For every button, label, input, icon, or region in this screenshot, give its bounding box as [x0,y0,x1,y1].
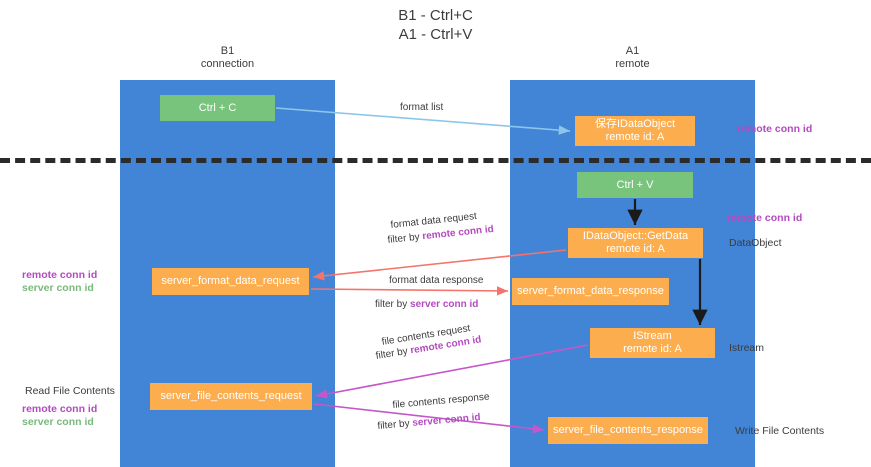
annotation-dataobject: DataObject [729,237,782,249]
label-format-data-response: format data response [389,275,484,286]
filter-prefix: filter by [387,231,423,246]
annotation-remote-conn-id-top: remote conn id [737,123,813,135]
label-file-contents-response-filter: filter by server conn id [377,412,481,432]
filter-value-server-conn-id: server conn id [411,411,481,429]
box-ctrl-c[interactable]: Ctrl + C [160,95,275,121]
box-ctrl-v[interactable]: Ctrl + V [577,172,693,198]
filter-prefix: filter by [375,299,411,310]
box-server-format-data-response[interactable]: server_format_data_response [512,278,669,305]
box-server-format-data-request[interactable]: server_format_data_request [152,268,309,295]
diagram-title: B1 - Ctrl+C A1 - Ctrl+V [398,7,473,43]
legend-server-conn-id: server conn id [22,416,94,428]
legend-server-conn-id: server conn id [22,282,94,294]
filter-value-remote-conn-id: remote conn id [421,223,495,243]
legend-mid-left: remote conn id server conn id [22,269,97,295]
label-file-contents-response: file contents response [392,391,490,411]
box-save-idataobject[interactable]: 保存IDataObject remote id: A [575,116,695,146]
label-format-list: format list [400,102,444,113]
box-server-file-contents-request[interactable]: server_file_contents_request [150,383,312,410]
column-header-b1: B1 connection [200,45,255,70]
legend-remote-conn-id: remote conn id [22,403,98,415]
box-idataobject-getdata[interactable]: IDataObject::GetData remote id: A [568,228,703,258]
annotation-remote-conn-id-mid: remote conn id [727,212,803,224]
annotation-istream: Istream [729,342,765,354]
legend-remote-conn-id: remote conn id [22,269,98,281]
column-header-a1: A1 remote [615,45,650,70]
section-divider [0,158,871,163]
box-server-file-contents-response[interactable]: server_file_contents_response [548,417,708,444]
filter-prefix: filter by [377,417,413,432]
legend-bottom-left: remote conn id server conn id [22,403,97,429]
filter-value-server-conn-id: server conn id [410,299,479,310]
label-format-data-response-filter: filter by server conn id [375,299,478,310]
annotation-write-file-contents: Write File Contents [735,425,825,437]
box-istream[interactable]: IStream remote id: A [590,328,715,358]
annotation-read-file-contents: Read File Contents [25,385,115,397]
filter-prefix: filter by [375,345,412,362]
